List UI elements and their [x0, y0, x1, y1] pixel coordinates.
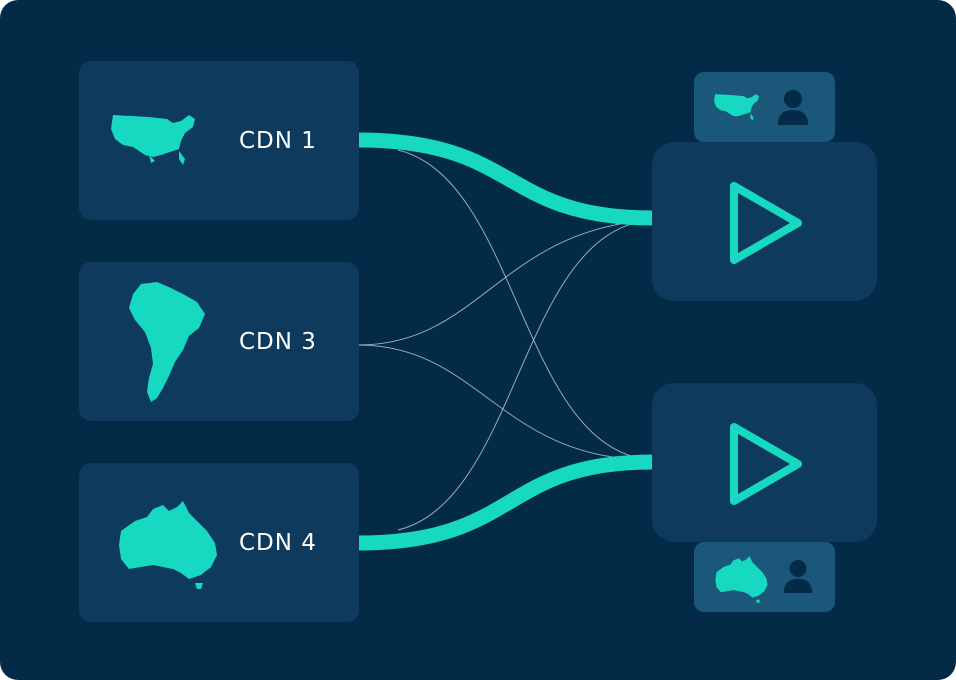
usa-map-icon [111, 115, 195, 165]
australia-map-icon [715, 556, 768, 603]
active-link-cdn4-player2 [357, 454, 653, 551]
cdn-card-3: CDN 3 [79, 262, 359, 421]
link-cdn3-player1 [357, 219, 653, 346]
australia-map-icon [119, 501, 217, 589]
link-cdn3-player2 [357, 344, 653, 461]
cdn-label-4: CDN 4 [239, 529, 317, 556]
user-icon [778, 90, 808, 125]
play-icon [730, 182, 802, 264]
cdn-label-1: CDN 1 [239, 127, 317, 154]
cdn-card-1: CDN 1 [79, 61, 359, 220]
usa-map-icon [714, 94, 759, 121]
video-player-1[interactable] [652, 142, 877, 301]
user-icon [783, 560, 813, 593]
play-icon [730, 423, 802, 505]
video-player-2[interactable] [652, 383, 877, 542]
viewer-tag-usa [694, 72, 835, 142]
link-cdn1-player2 [397, 149, 653, 461]
south-america-map-icon [129, 282, 205, 402]
active-link-cdn1-player1 [357, 132, 653, 226]
cdn-card-4: CDN 4 [79, 463, 359, 622]
link-cdn4-player1 [397, 219, 653, 531]
viewer-tag-australia [694, 542, 835, 612]
cdn-label-3: CDN 3 [239, 328, 317, 355]
